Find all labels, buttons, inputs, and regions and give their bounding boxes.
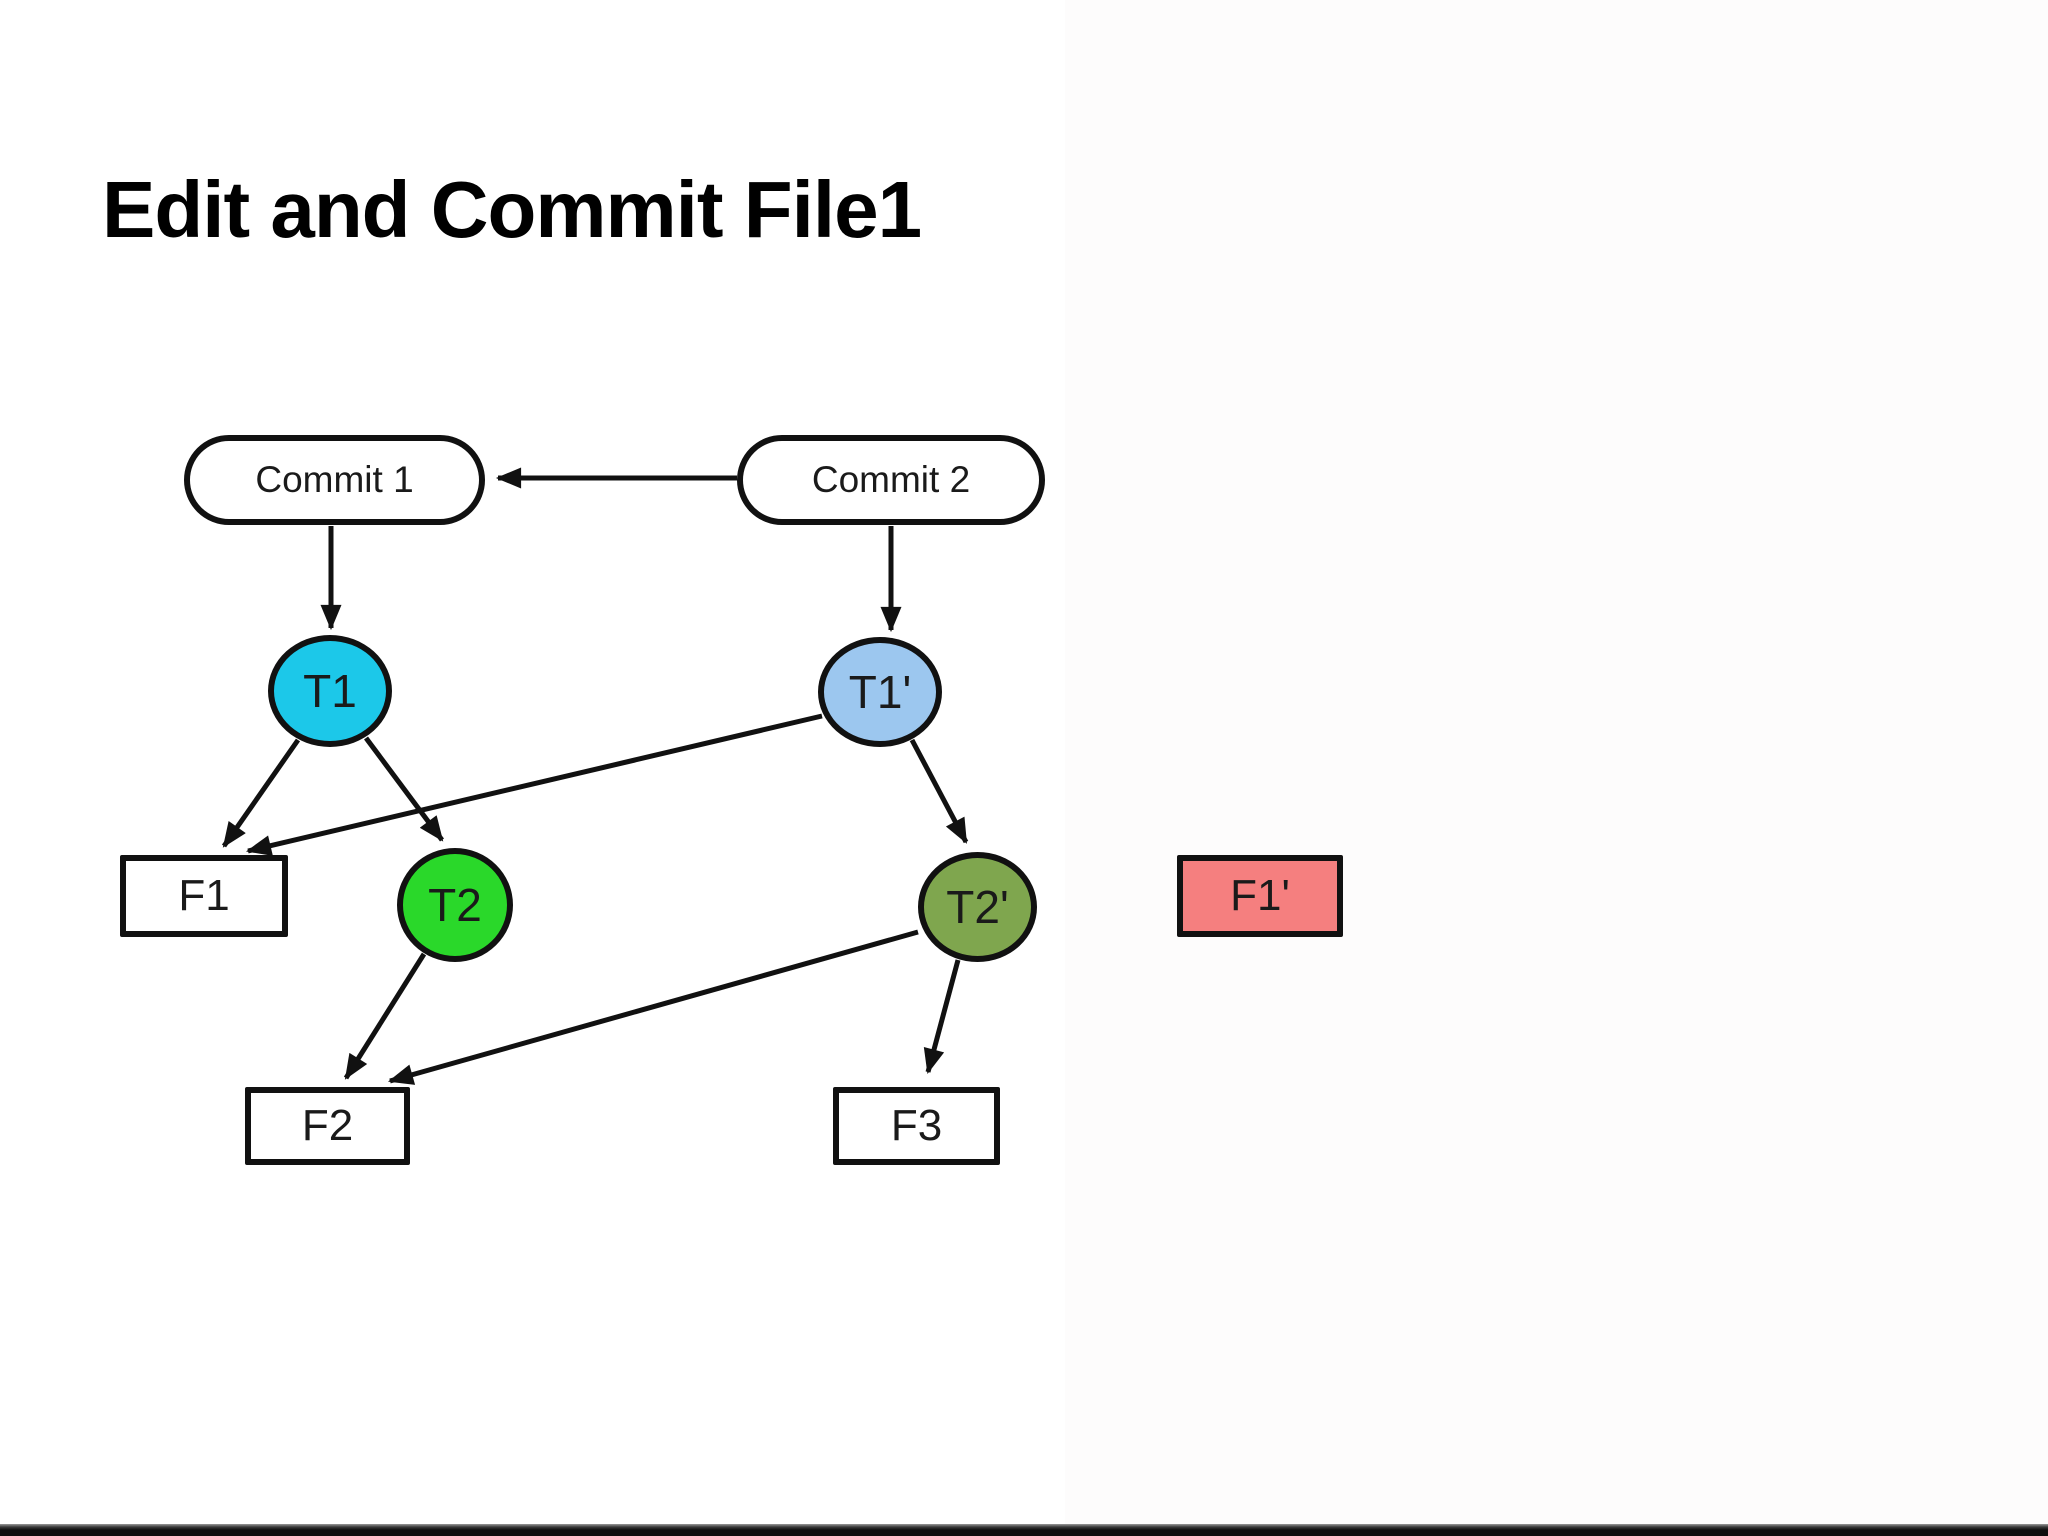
node-label-t1: T1 [303,665,357,717]
edge-t1-to-t2 [363,736,445,842]
edge-t2p-to-f2 [387,929,919,1085]
edge-t2-to-f2 [343,952,427,1080]
node-f1: F1 [120,855,288,937]
node-label-f1p: F1' [1230,871,1290,920]
edge-t1p-to-t2p [909,738,969,844]
node-label-t2: T2 [428,879,482,931]
node-commit1: Commit 1 [184,435,485,525]
node-t1: T1 [268,635,392,747]
node-commit2: Commit 2 [737,435,1045,525]
node-t1p: T1' [818,637,942,747]
node-label-f1: F1 [178,871,230,920]
edge-t2p-to-f3 [923,959,961,1075]
page-title: Edit and Commit File1 [102,165,922,254]
node-f1p: F1' [1177,855,1343,937]
node-label-t2p: T2' [946,881,1009,933]
node-label-f2: F2 [301,1101,354,1150]
edge-t1-to-f1 [221,738,301,848]
edge-t1p-to-f1 [245,713,823,856]
node-f3: F3 [833,1087,1000,1165]
node-label-t1p: T1' [848,666,912,718]
node-f2: F2 [245,1087,410,1165]
node-t2p: T2' [918,852,1037,962]
node-t2: T2 [397,848,513,962]
bottom-screen-bar [0,1524,2048,1536]
node-label-f3: F3 [890,1101,943,1150]
node-label-commit1: Commit 1 [255,459,414,500]
node-label-commit2: Commit 2 [811,459,971,500]
